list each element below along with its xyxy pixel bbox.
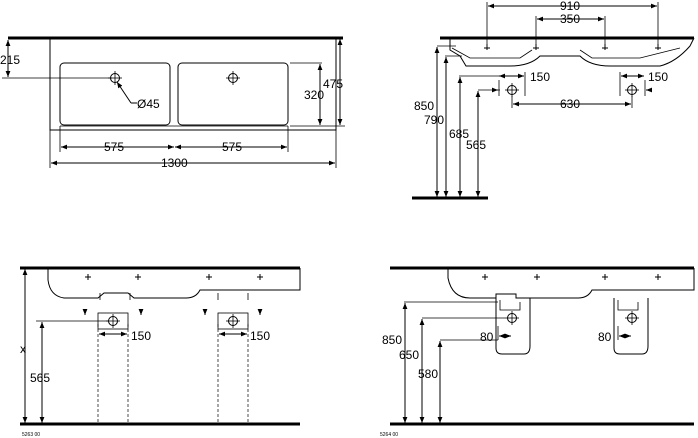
drain-b-left [497,311,519,340]
dim-580-b: 580 [418,367,438,381]
drain-a-right [202,309,263,337]
dim-150-a-right: 150 [250,329,270,343]
tap-marks [484,44,661,50]
basin-profile-b [447,268,695,299]
drain-right [619,72,652,97]
basin-outline [49,37,337,131]
dim-150-right: 150 [648,70,668,84]
dim-475: 475 [323,77,343,91]
siphon-cover-left [495,298,531,355]
drawing-code-a: 5263 00 [22,432,40,438]
basin-profile-a [47,268,301,299]
dim-630: 630 [560,97,580,111]
dim-215: 215 [0,53,20,67]
dim-150-left: 150 [530,70,550,84]
dim-565-a: 565 [30,371,50,385]
drawing-code-b: 5264 00 [380,432,398,438]
dim-1300: 1300 [161,156,188,170]
dim-910: 910 [560,0,580,13]
dim-565: 565 [466,138,486,152]
dim-575-right: 575 [222,140,242,154]
dim-320: 320 [304,88,324,102]
tap-marks-a [85,274,263,280]
dim-850: 850 [414,99,434,113]
dim-850-b: 850 [382,333,402,347]
dim-x: x [20,342,26,356]
dim-80-b-right: 80 [598,330,612,344]
siphon-cover-right [613,298,649,355]
dim-d45: Ø45 [137,97,160,111]
dim-575-left: 575 [104,140,124,154]
right-bowl [177,62,289,126]
dim-790: 790 [424,113,444,127]
dim-685: 685 [449,127,469,141]
dim-350: 350 [560,12,580,26]
left-bowl [59,62,171,126]
dim-80-b-left: 80 [480,330,494,344]
dim-650-b: 650 [399,348,419,362]
tap-hole-right [226,71,240,85]
front-view-a: 150 150 x 565 5263 00 [20,266,301,438]
front-view-b: 80 80 850 650 580 5264 00 [380,266,695,438]
side-view: 910 350 150 150 630 [412,0,695,200]
top-view: 215 Ø45 320 475 575 575 1300 [0,36,345,170]
drain-b-right [617,311,639,340]
basin-profile [449,37,695,67]
dim-150-a-left: 150 [131,329,151,343]
tap-marks-b [482,274,661,280]
